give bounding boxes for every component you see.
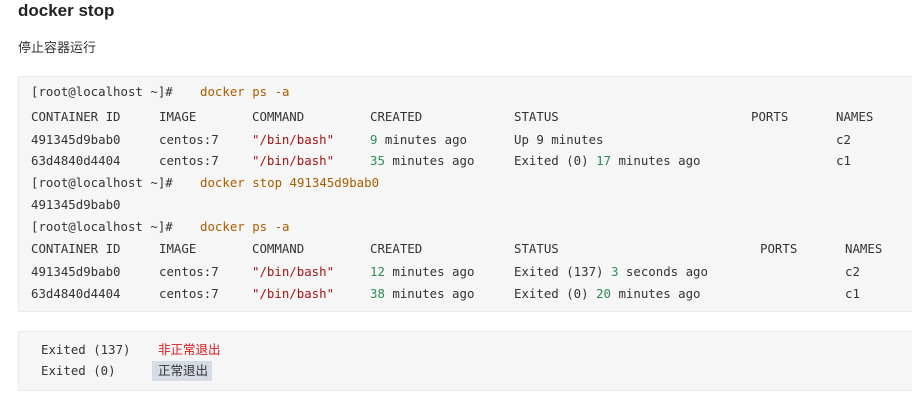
col-names: NAMES: [836, 109, 874, 124]
section-description: 停止容器运行: [18, 41, 97, 56]
cell-status: Exited (0) 20 minutes ago: [514, 285, 701, 303]
cell-command: "/bin/bash": [252, 264, 335, 279]
cell-names: c2: [845, 264, 860, 279]
exit-code-0: Exited (0): [41, 363, 116, 378]
col-command: COMMAND: [252, 241, 305, 256]
cell-command: "/bin/bash": [252, 153, 335, 168]
cell-status: Up 9 minutes: [514, 131, 604, 149]
exit-code-legend: Exited (137) 非正常退出 Exited (0) 正常退出: [18, 331, 912, 391]
command-text: docker ps -a: [200, 219, 290, 234]
created-number: 12: [370, 264, 385, 279]
cell-created: 35 minutes ago: [370, 152, 474, 170]
col-names: NAMES: [845, 241, 883, 256]
table-header: CONTAINER ID IMAGE COMMAND CREATED STATU…: [19, 240, 912, 258]
status-post: minutes ago: [610, 286, 701, 301]
cell-id: 491345d9bab0: [31, 132, 121, 147]
cell-image: centos:7: [159, 264, 219, 279]
created-number: 38: [370, 286, 385, 301]
table-row: 63d4840d4404 centos:7 "/bin/bash" 38 min…: [19, 285, 912, 303]
col-ports: PORTS: [751, 109, 789, 124]
prompt-line: [root@localhost ~]# docker ps -a: [19, 83, 912, 101]
created-number: 35: [370, 153, 385, 168]
cell-id: 63d4840d4404: [31, 286, 121, 301]
command-text: docker stop 491345d9bab0: [200, 175, 380, 190]
prompt-line: [root@localhost ~]# docker stop 491345d9…: [19, 174, 912, 192]
col-status: STATUS: [514, 109, 559, 124]
cell-names: c2: [836, 132, 851, 147]
command-output: 491345d9bab0: [19, 196, 912, 214]
cell-image: centos:7: [159, 286, 219, 301]
status-pre: Up 9 minutes: [514, 132, 604, 147]
table-row: 63d4840d4404 centos:7 "/bin/bash" 35 min…: [19, 152, 912, 170]
cell-status: Exited (137) 3 seconds ago: [514, 263, 708, 281]
cell-image: centos:7: [159, 153, 219, 168]
status-number: 17: [596, 153, 611, 168]
prompt: [root@localhost ~]#: [31, 84, 181, 99]
col-status: STATUS: [514, 241, 559, 256]
status-post: minutes ago: [610, 153, 701, 168]
output-text: 491345d9bab0: [31, 197, 121, 212]
col-container-id: CONTAINER ID: [31, 241, 121, 256]
created-text: minutes ago: [384, 264, 475, 279]
status-pre: Exited (137): [514, 264, 611, 279]
terminal-code-block: [root@localhost ~]# docker ps -a CONTAIN…: [18, 76, 912, 312]
cell-id: 491345d9bab0: [31, 264, 121, 279]
prompt: [root@localhost ~]#: [31, 175, 181, 190]
col-image: IMAGE: [159, 241, 197, 256]
prompt: [root@localhost ~]#: [31, 219, 181, 234]
status-pre: Exited (0): [514, 153, 597, 168]
created-number: 9: [370, 132, 378, 147]
created-text: minutes ago: [384, 286, 475, 301]
cell-command: "/bin/bash": [252, 132, 335, 147]
col-ports: PORTS: [760, 241, 798, 256]
cell-created: 38 minutes ago: [370, 285, 474, 303]
cell-created: 12 minutes ago: [370, 263, 474, 281]
legend-row-abnormal: Exited (137) 非正常退出: [19, 341, 912, 359]
created-text: minutes ago: [377, 132, 467, 147]
cell-names: c1: [845, 286, 860, 301]
table-row: 491345d9bab0 centos:7 "/bin/bash" 12 min…: [19, 263, 912, 281]
col-container-id: CONTAINER ID: [31, 109, 121, 124]
created-text: minutes ago: [384, 153, 475, 168]
col-image: IMAGE: [159, 109, 197, 124]
cell-created: 9 minutes ago: [370, 131, 467, 149]
status-pre: Exited (0): [514, 286, 597, 301]
table-row: 491345d9bab0 centos:7 "/bin/bash" 9 minu…: [19, 131, 912, 149]
prompt-line: [root@localhost ~]# docker ps -a: [19, 218, 912, 236]
col-command: COMMAND: [252, 109, 305, 124]
table-header: CONTAINER ID IMAGE COMMAND CREATED STATU…: [19, 108, 912, 126]
col-created: CREATED: [370, 241, 423, 256]
exit-code-137: Exited (137): [41, 342, 131, 357]
status-post: seconds ago: [618, 264, 708, 279]
cell-names: c1: [836, 153, 851, 168]
cell-command: "/bin/bash": [252, 286, 335, 301]
cell-status: Exited (0) 17 minutes ago: [514, 152, 701, 170]
normal-exit-label: 正常退出: [152, 361, 213, 381]
legend-row-normal: Exited (0) 正常退出: [19, 361, 912, 381]
section-title: docker stop: [18, 1, 115, 20]
status-number: 3: [610, 264, 619, 279]
abnormal-exit-label: 非正常退出: [158, 342, 221, 357]
status-number: 20: [596, 286, 611, 301]
cell-image: centos:7: [159, 132, 219, 147]
cell-id: 63d4840d4404: [31, 153, 121, 168]
command-text: docker ps -a: [200, 84, 290, 99]
col-created: CREATED: [370, 109, 423, 124]
